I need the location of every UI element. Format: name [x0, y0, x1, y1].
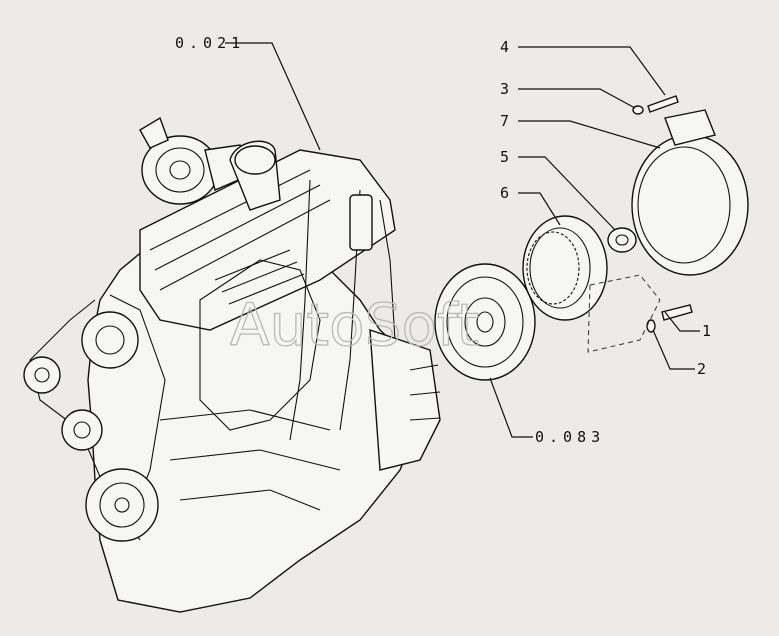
ref-label-damper: 0.083 [535, 428, 605, 446]
callout-7: 7 [500, 112, 509, 130]
leader-lines [225, 42, 700, 438]
alignment-guide [587, 274, 661, 353]
callout-4: 4 [500, 38, 509, 56]
callout-1: 1 [702, 322, 711, 340]
callout-2: 2 [697, 360, 706, 378]
ring-gear [522, 215, 608, 321]
watermark: AutoSoft [230, 291, 479, 359]
bolt-upper [632, 95, 679, 115]
belt-drive [23, 294, 166, 542]
ref-label-engine: 0.021 [175, 34, 245, 52]
bushing [607, 227, 637, 253]
callout-5: 5 [500, 148, 509, 166]
damper-disc [434, 263, 536, 381]
engine-assembly [23, 116, 441, 613]
flywheel-housing [631, 109, 749, 276]
callout-3: 3 [500, 80, 509, 98]
callout-6: 6 [500, 184, 509, 202]
